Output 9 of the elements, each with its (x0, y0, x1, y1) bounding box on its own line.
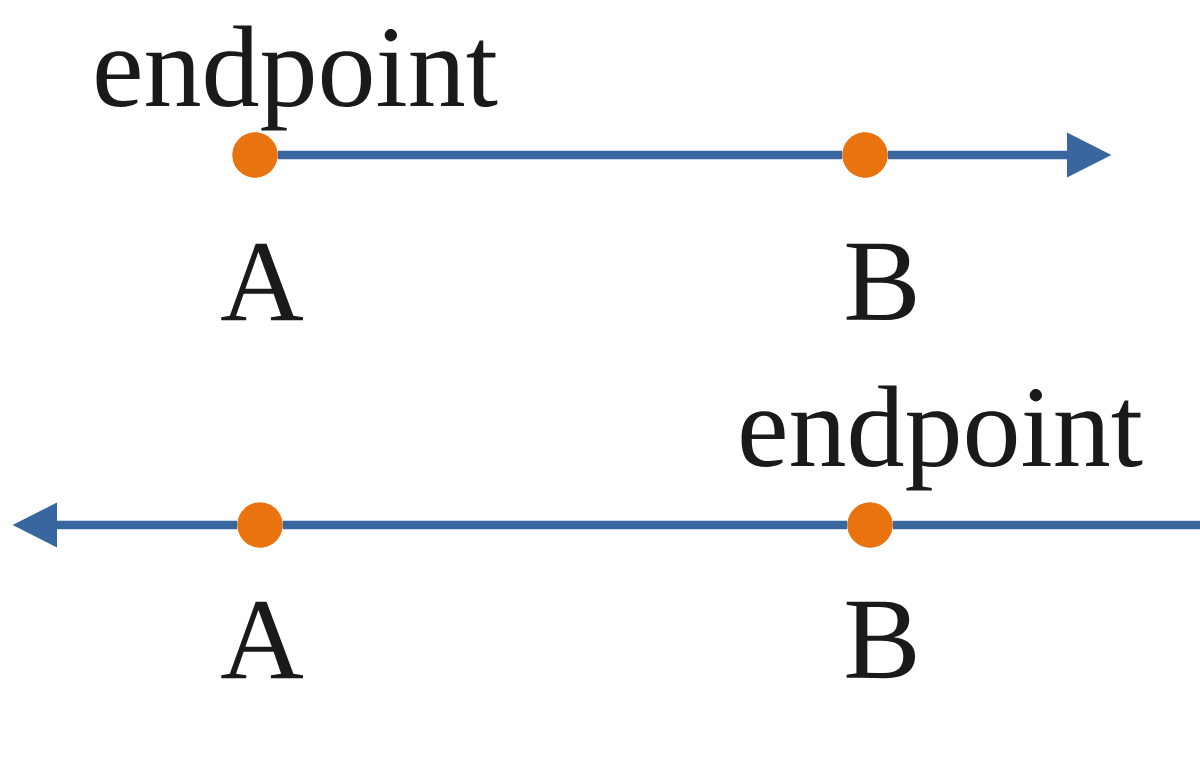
point-label: B (846, 243, 915, 321)
point-label: A (221, 243, 304, 321)
ray-line (282, 520, 848, 530)
endpoint-label: endpoint (741, 385, 1143, 491)
ray-line (277, 150, 843, 160)
point-label: A (221, 601, 304, 679)
ray-line (892, 520, 1200, 530)
point-label: B (846, 601, 915, 679)
endpoint-label: endpoint (96, 25, 498, 131)
